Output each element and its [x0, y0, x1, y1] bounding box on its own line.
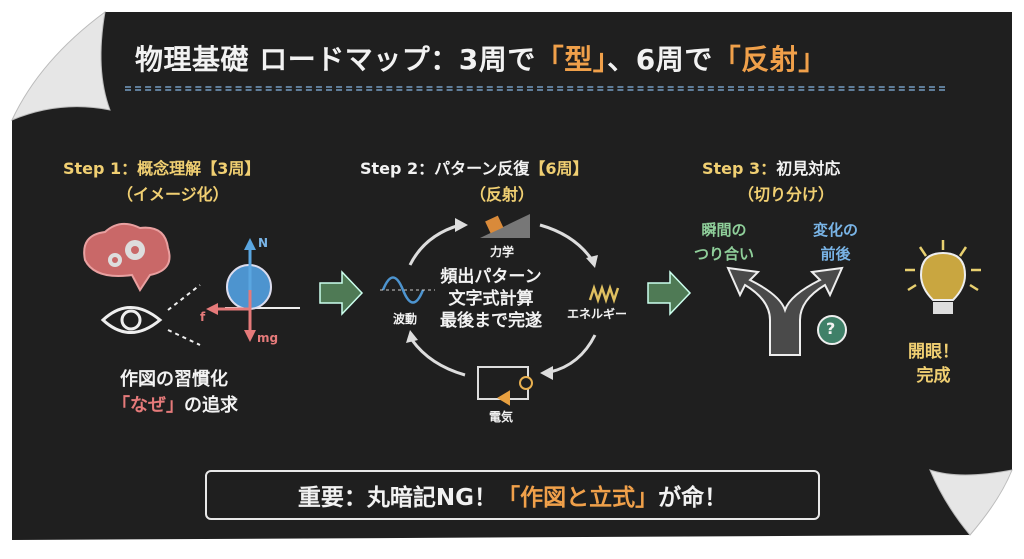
force-f-label: f	[200, 310, 206, 324]
step3-sub: （切り分け）	[738, 185, 835, 204]
step2-sub: （反射）	[470, 185, 535, 204]
branch-line: 前後	[820, 245, 851, 263]
cycle-waves: 波動	[393, 312, 418, 326]
page-curl-top-left	[11, 10, 111, 121]
spring-icon	[588, 284, 620, 304]
step1-heading-text: Step 1：概念理解	[63, 159, 202, 178]
step3-heading: Step 3：初見対応	[702, 155, 840, 179]
lightbulb-icon	[905, 240, 981, 314]
next-arrow-icon	[647, 270, 692, 316]
question-icon	[817, 315, 847, 345]
cycle-electricity: 電気	[489, 410, 514, 424]
center-line: 最後まで完遂	[440, 311, 542, 331]
free-body-diagram	[206, 238, 300, 342]
incline-block-icon	[480, 214, 530, 238]
force-mg-label: mg	[257, 331, 279, 345]
brain-gears-icon	[83, 222, 171, 292]
step1-caption-line1: 作図の習慣化	[120, 369, 228, 390]
notice-highlight: 「作図と立式」	[497, 485, 659, 511]
step3-heading-step: Step 3：	[702, 159, 777, 178]
step3-heading-rest: 初見対応	[776, 159, 841, 178]
goal-line1: 開眼！	[908, 342, 959, 362]
goal-line2: 完成	[916, 366, 951, 386]
question-mark: ?	[826, 319, 836, 338]
branch-line: 瞬間の	[701, 221, 747, 239]
cycle-energy: エネルギー	[567, 307, 628, 321]
caption-naze: 「なぜ」	[112, 395, 184, 416]
fork-arrow-icon	[726, 266, 844, 356]
center-line: 文字式計算	[448, 289, 534, 309]
center-line: 頻出パターン	[440, 267, 542, 287]
page-title: 物理基礎 ロードマップ：3周で「型」、6周で「反射」	[135, 38, 827, 78]
branch-line: つり合い	[694, 245, 755, 263]
left-branch-label: 瞬間のつり合い	[694, 218, 754, 266]
step1-heading: Step 1：概念理解【3周】	[63, 155, 260, 179]
title-underline	[125, 86, 945, 91]
step2-laps: 【6周】	[529, 159, 589, 178]
circuit-icon	[477, 366, 533, 406]
title-mid: 、6周で	[607, 43, 713, 76]
force-n-label: N	[258, 236, 269, 250]
next-arrow-icon	[319, 270, 364, 316]
title-text: 物理基礎 ロードマップ：3周で	[135, 43, 536, 76]
cycle-arrows	[408, 223, 597, 377]
wave-icon	[380, 276, 435, 304]
eye-icon	[100, 284, 201, 346]
important-notice: 重要：丸暗記NG！「作図と立式」が命！	[205, 470, 820, 520]
cycle-mechanics: 力学	[490, 245, 515, 259]
step1-sub: （イメージ化）	[117, 185, 229, 204]
step2-heading: Step 2：パターン反復【6周】	[360, 155, 589, 179]
right-branch-label: 変化の前後	[813, 218, 858, 266]
branch-line: 変化の	[813, 221, 859, 239]
step1-laps: 【3周】	[201, 159, 261, 178]
title-hansha: 「反射」	[712, 43, 827, 76]
caption-rest: の追求	[184, 395, 238, 416]
goal-label: 開眼！ 完成	[908, 340, 959, 388]
step2-heading-text: Step 2：パターン反復	[360, 159, 530, 178]
notice-prefix: 重要：丸暗記NG！	[297, 485, 498, 511]
page-curl-bottom-right	[929, 469, 1013, 536]
step1-caption-line2: 「なぜ」の追求	[112, 391, 238, 417]
title-kata: 「型」	[535, 43, 608, 76]
notice-suffix: が命！	[658, 485, 728, 511]
step2-center-text: 頻出パターン 文字式計算 最後まで完遂	[440, 266, 542, 332]
